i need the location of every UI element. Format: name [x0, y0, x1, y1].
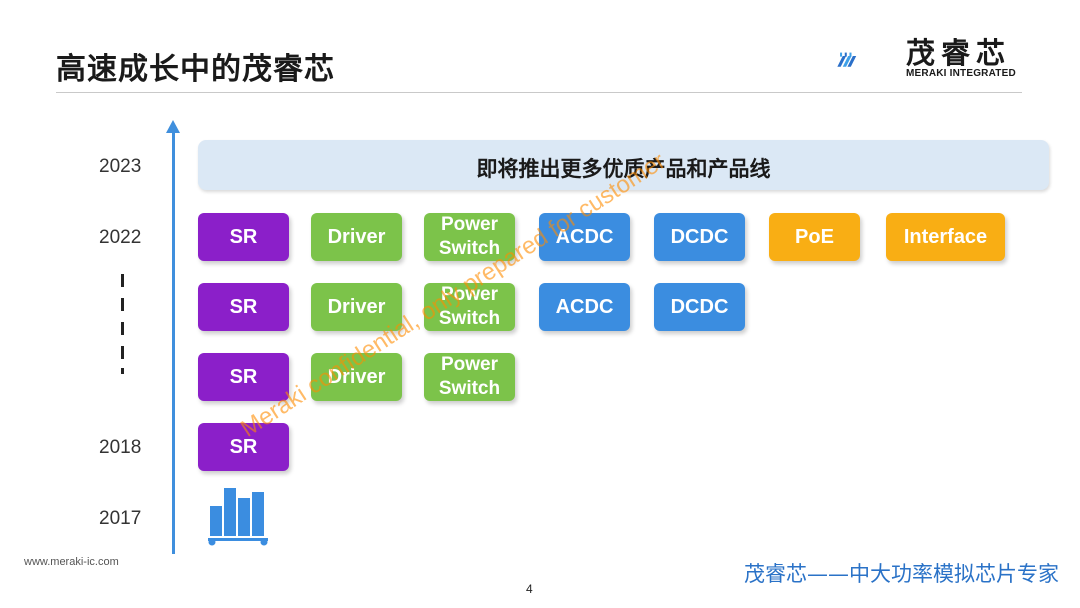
timeline-axis: [172, 130, 175, 554]
product-acdc: ACDC: [539, 213, 630, 261]
product-poe: PoE: [769, 213, 860, 261]
timeline-ellipsis-dash: [121, 368, 124, 374]
year-label-2018: 2018: [99, 437, 142, 458]
timeline-arrow-icon: [166, 120, 180, 133]
footer-slogan: 茂睿芯——中大功率模拟芯片专家: [744, 562, 1059, 586]
page-number: 4: [526, 582, 533, 596]
banner-2023-text: 即将推出更多优质产品和产品线: [476, 157, 771, 181]
product-sr: SR: [198, 423, 289, 471]
logo-english-name: MERAKI INTEGRATED: [906, 68, 1016, 79]
product-sr: SR: [198, 353, 289, 401]
footer-website: www.meraki-ic.com: [24, 556, 119, 568]
product-power-switch: Power Switch: [424, 213, 515, 261]
product-acdc: ACDC: [539, 283, 630, 331]
factory-icon: [208, 488, 268, 546]
product-power-switch: Power Switch: [424, 283, 515, 331]
year-label-2023: 2023: [99, 156, 142, 177]
timeline-ellipsis-dash: [121, 274, 124, 287]
product-sr: SR: [198, 283, 289, 331]
year-label-2022: 2022: [99, 227, 142, 248]
product-dcdc: DCDC: [654, 283, 745, 331]
product-interface: Interface: [886, 213, 1005, 261]
banner-2023: 即将推出更多优质产品和产品线: [198, 140, 1049, 190]
meraki-logo-icon: [837, 52, 857, 67]
product-driver: Driver: [311, 283, 402, 331]
logo-chinese-name: 茂睿芯: [906, 36, 1012, 70]
title-divider: [56, 92, 1022, 93]
product-driver: Driver: [311, 353, 402, 401]
timeline-ellipsis-dash: [121, 346, 124, 359]
product-sr: SR: [198, 213, 289, 261]
product-driver: Driver: [311, 213, 402, 261]
product-dcdc: DCDC: [654, 213, 745, 261]
year-label-2017: 2017: [99, 508, 142, 529]
product-power-switch: Power Switch: [424, 353, 515, 401]
timeline-ellipsis-dash: [121, 322, 124, 335]
timeline-ellipsis-dash: [121, 298, 124, 311]
slide-title: 高速成长中的茂睿芯: [56, 52, 335, 87]
